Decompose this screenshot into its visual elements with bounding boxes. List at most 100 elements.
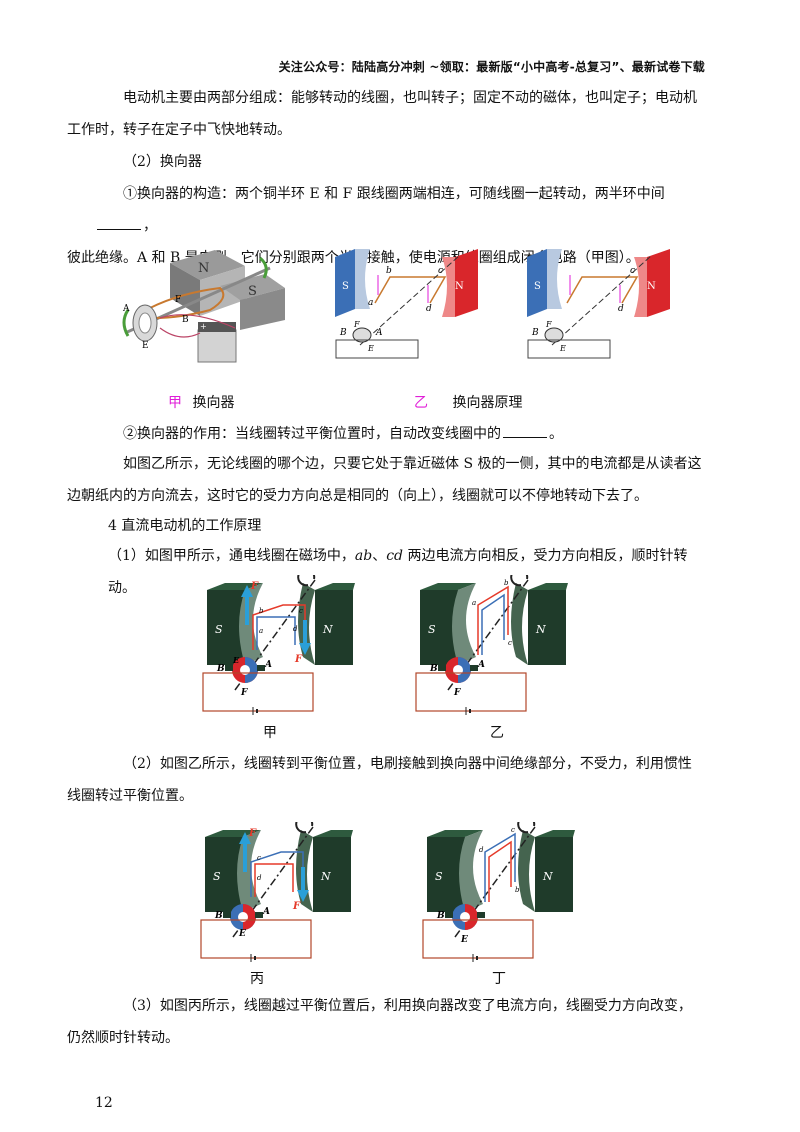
fig2a-a: a	[368, 298, 373, 308]
figure-motor-ding: S N c d b B E	[422, 822, 575, 962]
fig1-E: E	[142, 341, 149, 351]
item2-text-b: 。	[549, 426, 563, 442]
motor1-N: N	[322, 623, 333, 636]
fill-blank-2[interactable]	[503, 421, 547, 438]
caption-jia-text: 换向器	[192, 395, 235, 411]
motor3-F-down: F	[292, 901, 301, 912]
step1-text-b: 两边电流方向相反，受力方向相反，顺时针转动。	[108, 548, 688, 596]
section-commutator-heading: （2）换向器	[123, 154, 202, 170]
fig2b-c: c	[630, 266, 635, 276]
fig2b-d: d	[618, 304, 624, 314]
motor1-c: c	[299, 607, 303, 615]
motor4-N: N	[542, 870, 553, 883]
svg-text:+: +	[200, 322, 207, 331]
fig2b-S: S	[534, 281, 541, 292]
motor2-b: b	[504, 579, 509, 587]
step1-cd: cd	[386, 548, 404, 564]
paragraph-step2: （2）如图乙所示，线圈转到平衡位置，电刷接触到换向器中间绝缘部分，不受力，利用惯…	[67, 748, 705, 812]
caption-motor-bing: 丙	[250, 971, 264, 987]
para1-line2: 工作时，转子在定子中飞快地转动。	[67, 122, 291, 138]
motor2-a: a	[472, 599, 476, 607]
motor4-S: S	[435, 870, 443, 883]
motor1-F-down: F	[294, 654, 303, 665]
step1-sep: 、	[372, 548, 387, 564]
item2-text-a: ②换向器的作用：当线圈转过平衡位置时，自动改变线圈中的	[123, 426, 501, 442]
motor3-d: d	[257, 874, 262, 882]
step2-line2: 线圈转过平衡位置。	[67, 788, 193, 804]
paragraph-figure-yi-explanation: 如图乙所示，无论线圈的哪个边，只要它处于靠近磁体 S 极的一侧，其中的电流都是从…	[67, 448, 705, 512]
motor1-S: S	[215, 623, 223, 636]
motor3-N: N	[320, 870, 331, 883]
fig2a-b: b	[386, 266, 392, 276]
fig2b-B: B	[531, 328, 539, 338]
caption-yi: 乙 换向器原理	[414, 392, 522, 412]
paragraph-step1: （1）如图甲所示，通电线圈在磁场中，ab、cd 两边电流方向相反，受力方向相反，…	[108, 540, 708, 604]
motor3-c: c	[257, 854, 261, 862]
motor3-S: S	[213, 870, 221, 883]
motor2-A: A	[477, 660, 485, 670]
caption-jia: 甲 换向器	[168, 392, 234, 412]
item1-text-b: ，	[143, 218, 157, 234]
para2-line2: 边朝纸内的方向流去，这时它的受力方向总是相同的（向上），线圈就可以不停地转动下去…	[67, 488, 648, 504]
paragraph-motor-composition: 电动机主要由两部分组成：能够转动的线圈，也叫转子；固定不动的磁体，也叫定子；电动…	[67, 82, 705, 146]
motor4-b: b	[515, 886, 520, 894]
step3-line1: （3）如图丙所示，线圈越过平衡位置后，利用换向器改变了电流方向，线圈受力方向改变…	[123, 998, 692, 1014]
fig2b-E: E	[559, 344, 566, 353]
motor3-B: B	[214, 911, 223, 921]
motor2-S: S	[428, 623, 436, 636]
motor4-c: c	[511, 826, 515, 834]
figure-motor-jia: S N F F b c a d B A F E	[202, 575, 355, 715]
fig2b-N: N	[647, 281, 656, 292]
motor3-F-up: F	[248, 828, 257, 839]
figure-motor-yi: S N b a c B A F	[415, 575, 568, 715]
fig2a-c: c	[438, 266, 443, 276]
fig2a-N: N	[455, 281, 464, 292]
fig1-B: B	[182, 315, 189, 325]
motor2-N: N	[535, 623, 546, 636]
step1-text-a: （1）如图甲所示，通电线圈在磁场中，	[108, 548, 355, 564]
page-number: 12	[95, 1095, 113, 1111]
figure-commutator: N S + A F B E	[122, 250, 285, 363]
fig2a-F: F	[353, 320, 360, 329]
motor1-b: b	[259, 607, 264, 615]
motor1-d: d	[293, 625, 298, 633]
paragraph-commutator-function: ②换向器的作用：当线圈转过平衡位置时，自动改变线圈中的 。	[95, 418, 705, 450]
fig2a-S: S	[342, 281, 349, 292]
para2-line1: 如图乙所示，无论线圈的哪个边，只要它处于靠近磁体 S 极的一侧，其中的电流都是从…	[123, 456, 702, 472]
paragraph-step3: （3）如图丙所示，线圈越过平衡位置后，利用换向器改变了电流方向，线圈受力方向改变…	[67, 990, 705, 1054]
figure-motor-bing: S N F F c d B A E	[200, 822, 353, 962]
fig1-A: A	[122, 304, 130, 314]
motor2-F: F	[453, 688, 461, 698]
motor1-A: A	[264, 660, 272, 670]
fig1-N: N	[198, 261, 209, 276]
caption-motor-jia: 甲	[263, 725, 277, 741]
fig1-F: F	[175, 295, 181, 305]
para1-line1: 电动机主要由两部分组成：能够转动的线圈，也叫转子；固定不动的磁体，也叫定子；电动…	[123, 90, 697, 106]
step3-line2: 仍然顺时针转动。	[67, 1030, 179, 1046]
motor4-E: E	[460, 935, 468, 945]
page-header: 关注公众号：陆陆高分冲刺 ~领取：最新版“小中高考-总复习”、最新试卷下载	[278, 60, 705, 74]
step2-line1: （2）如图乙所示，线圈转到平衡位置，电刷接触到换向器中间绝缘部分，不受力，利用惯…	[123, 756, 692, 772]
motor1-B: B	[216, 664, 225, 674]
fig2a-B: B	[339, 328, 347, 338]
motor4-d: d	[479, 846, 484, 854]
fill-blank-1[interactable]	[97, 213, 141, 230]
fig2a-E: E	[367, 344, 374, 353]
motor1-a: a	[259, 627, 263, 635]
section-dc-motor-heading: 4 直流电动机的工作原理	[108, 518, 262, 534]
motor3-E: E	[238, 929, 246, 939]
motor1-E: E	[232, 655, 240, 665]
fig2b-F: F	[545, 320, 552, 329]
motor4-B: B	[436, 911, 445, 921]
item1-text-a: ①换向器的构造：两个铜半环 E 和 F 跟线圈两端相连，可随线圈一起转动，两半环…	[123, 186, 665, 202]
motor1-F: F	[240, 688, 248, 698]
fig2a-d: d	[426, 304, 432, 314]
figure-commutator-principle-2: S N c d B F E	[527, 249, 670, 359]
fig2a-A: A	[375, 328, 383, 338]
caption-yi-text: 换向器原理	[452, 395, 523, 411]
step1-ab: ab	[354, 548, 373, 564]
figure-commutator-principle-1: S N b c a d B A F E	[335, 249, 478, 359]
caption-motor-ding: 丁	[492, 971, 506, 987]
caption-yi-mark: 乙	[414, 395, 428, 411]
